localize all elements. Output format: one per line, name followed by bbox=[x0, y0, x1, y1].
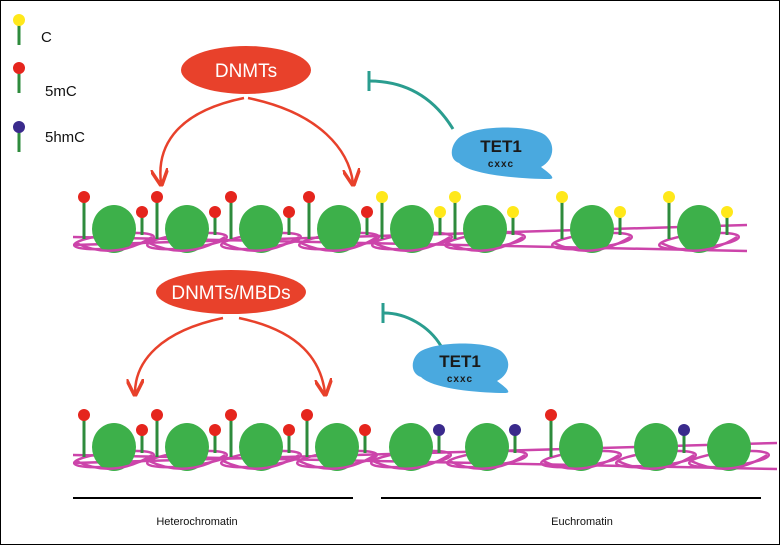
top-nucleosome-5 bbox=[370, 191, 454, 253]
histone-core bbox=[239, 205, 283, 253]
bottom-nucleosome-8 bbox=[614, 423, 698, 471]
histone-core bbox=[465, 423, 509, 471]
c-mark bbox=[614, 206, 626, 235]
histone-core bbox=[92, 205, 136, 253]
5mc-mark bbox=[225, 409, 237, 457]
c-marker-icon bbox=[13, 14, 25, 26]
histone-core bbox=[707, 423, 751, 471]
histone-core bbox=[165, 423, 209, 471]
top-dnmts-enzyme: DNMTs bbox=[181, 46, 311, 94]
c-mark bbox=[556, 191, 568, 239]
5mc-mark bbox=[225, 191, 237, 239]
bottom-arrow-left bbox=[135, 316, 224, 393]
top-nucleosome-6 bbox=[443, 191, 527, 253]
c-mark bbox=[721, 206, 733, 235]
top-nucleosome-4 bbox=[297, 191, 381, 253]
5mc-mark bbox=[283, 424, 295, 453]
top-tet-inhibition-line bbox=[368, 79, 455, 130]
legend-label-5hmc: 5hmC bbox=[45, 129, 85, 146]
legend-label-5mc: 5mC bbox=[45, 83, 77, 100]
histone-core bbox=[315, 423, 359, 471]
bottom-nucleosome-3 bbox=[219, 409, 303, 471]
5mc-mark bbox=[78, 191, 90, 239]
5hmc-marker-icon bbox=[13, 121, 25, 133]
5mc-mark bbox=[303, 191, 315, 239]
5mc-mark bbox=[301, 409, 313, 457]
top-enzyme-label: DNMTs bbox=[215, 61, 277, 82]
top-nucleosome-1 bbox=[72, 191, 156, 253]
bottom-tet-domain-label: cxxc bbox=[447, 374, 473, 385]
histone-core bbox=[165, 205, 209, 253]
histone-core bbox=[570, 205, 614, 253]
top-tet1-protein: TET1 cxxc bbox=[451, 127, 553, 179]
bottom-enzyme-label: DNMTs/MBDs bbox=[171, 283, 290, 304]
5mc-mark bbox=[209, 206, 221, 235]
heterochromatin-label: Heterochromatin bbox=[156, 516, 237, 528]
histone-core bbox=[317, 205, 361, 253]
legend-label-c: C bbox=[41, 29, 52, 46]
bottom-nucleosome-9 bbox=[687, 423, 771, 471]
histone-core bbox=[92, 423, 136, 471]
c-mark bbox=[507, 206, 519, 235]
5mc-mark bbox=[209, 424, 221, 453]
legend-item-c: C bbox=[13, 14, 52, 46]
5hmc-mark bbox=[433, 424, 445, 453]
euchromatin-label: Euchromatin bbox=[551, 516, 613, 528]
top-tet-label: TET1 bbox=[480, 137, 522, 156]
legend-item-5mc: 5mC bbox=[13, 62, 77, 100]
c-mark bbox=[434, 206, 446, 235]
top-nucleosome-8 bbox=[657, 191, 741, 253]
top-arrow-left bbox=[160, 96, 245, 183]
5mc-mark bbox=[359, 424, 371, 453]
5mc-mark bbox=[151, 409, 163, 457]
top-nucleosome-2 bbox=[145, 191, 229, 253]
c-mark bbox=[449, 191, 461, 239]
bottom-nucleosome-2 bbox=[145, 409, 229, 471]
bottom-nucleosome-6 bbox=[445, 423, 529, 471]
histone-core bbox=[634, 423, 678, 471]
5hmc-mark bbox=[678, 424, 690, 453]
legend-item-5hmc: 5hmC bbox=[13, 121, 85, 152]
bottom-tet1-protein: TET1 cxxc bbox=[412, 343, 509, 393]
histone-core bbox=[390, 205, 434, 253]
5mc-mark bbox=[361, 206, 373, 235]
top-nucleosome-7 bbox=[550, 191, 634, 253]
histone-core bbox=[677, 205, 721, 253]
histone-core bbox=[559, 423, 603, 471]
5mc-mark bbox=[136, 424, 148, 453]
bottom-nucleosome-5 bbox=[369, 423, 453, 471]
5mc-marker-icon bbox=[13, 62, 25, 74]
5mc-mark bbox=[136, 206, 148, 235]
5mc-mark bbox=[283, 206, 295, 235]
bottom-nucleosome-4 bbox=[295, 409, 379, 471]
legend: C 5mC 5hmC bbox=[13, 14, 85, 152]
5mc-mark bbox=[78, 409, 90, 457]
bottom-arrow-right bbox=[238, 316, 325, 393]
histone-core bbox=[463, 205, 507, 253]
bottom-tet-inhibition-line bbox=[383, 311, 443, 347]
bottom-tet-label: TET1 bbox=[439, 352, 481, 371]
top-chromatin-fiber bbox=[72, 191, 748, 253]
top-tet-domain-label: cxxc bbox=[488, 159, 514, 170]
5mc-mark bbox=[545, 409, 557, 457]
bottom-dnmts-mbds-enzyme: DNMTs/MBDs bbox=[156, 270, 306, 314]
5hmc-mark bbox=[509, 424, 521, 453]
bottom-chromatin-fiber bbox=[72, 409, 778, 471]
top-nucleosome-3 bbox=[219, 191, 303, 253]
bottom-nucleosome-1 bbox=[72, 409, 156, 471]
c-mark bbox=[663, 191, 675, 239]
c-mark bbox=[376, 191, 388, 239]
histone-core bbox=[389, 423, 433, 471]
histone-core bbox=[239, 423, 283, 471]
5mc-mark bbox=[151, 191, 163, 239]
bottom-nucleosome-7 bbox=[539, 409, 623, 471]
top-arrow-right bbox=[247, 96, 353, 183]
